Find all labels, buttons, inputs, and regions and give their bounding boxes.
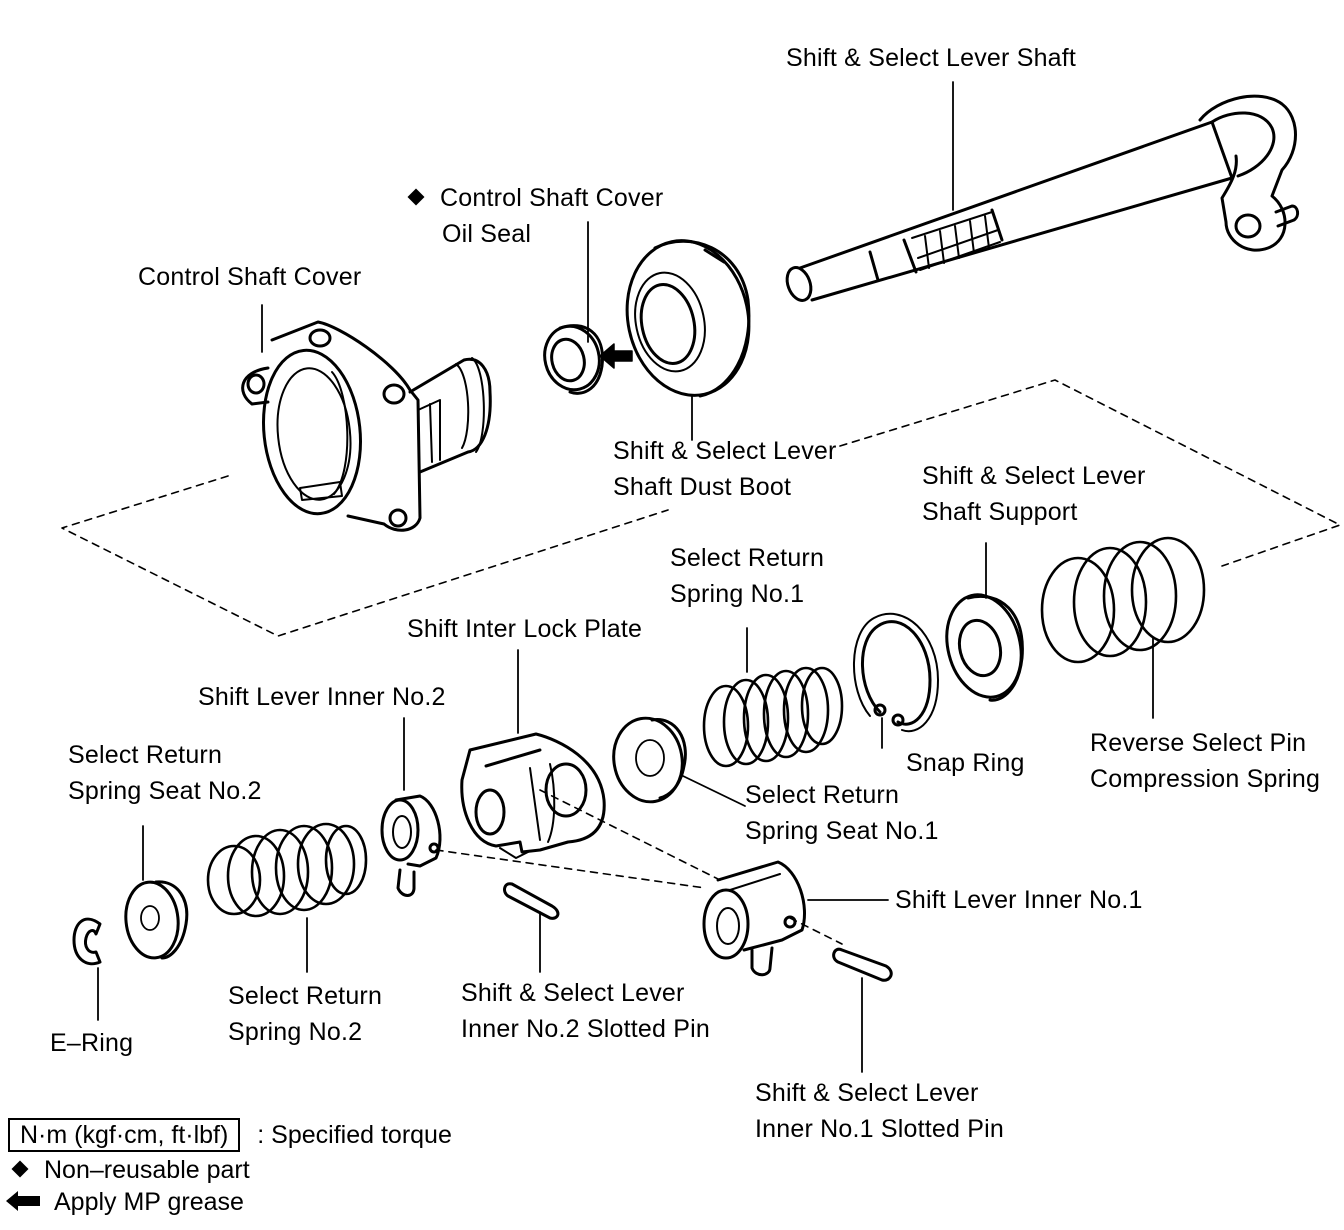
non-reusable-text: Non–reusable part (44, 1156, 250, 1184)
mp-grease-text: Apply MP grease (54, 1188, 244, 1216)
legend-mp-grease: Apply MP grease (6, 1186, 244, 1218)
label-snap-ring: Snap Ring (906, 749, 1025, 777)
label-shift-inter-lock-plate: Shift Inter Lock Plate (407, 615, 643, 643)
label-reverse-select-pin-spring: Reverse Select Pin Compression Spring (1090, 729, 1321, 793)
label-shaft-dust-boot: Shift & Select Lever Shaft Dust Boot (613, 437, 837, 501)
control-shaft-cover-drawing (241, 320, 492, 532)
label-select-return-spring-2: Select Return Spring No.2 (228, 982, 383, 1046)
leader-lines (97, 81, 1154, 1073)
select-return-spring-1-drawing (702, 666, 844, 768)
shift-select-lever-shaft-drawing (785, 94, 1300, 302)
label-spring-seat-1: Select Return Spring Seat No.1 (745, 781, 939, 845)
shift-inter-lock-plate-drawing (460, 732, 606, 859)
shaft-support-drawing (945, 593, 1024, 702)
label-spring-seat-2: Select Return Spring Seat No.2 (68, 741, 262, 805)
dashed-assembly-outline (61, 379, 1341, 945)
label-control-shaft-cover: Control Shaft Cover (138, 263, 362, 291)
label-shift-lever-inner-2: Shift Lever Inner No.2 (198, 683, 446, 711)
label-shift-lever-inner-1: Shift Lever Inner No.1 (895, 886, 1143, 914)
shift-lever-inner-1-drawing (702, 860, 806, 977)
e-ring-drawing (72, 917, 102, 966)
label-control-shaft-cover-oil-seal: Control Shaft Cover Oil Seal (404, 180, 663, 252)
torque-legend-text: : Specified torque (257, 1121, 452, 1149)
grease-arrow-icon (599, 343, 633, 369)
grease-arrow-icon (6, 1191, 40, 1212)
label-shift-select-lever-shaft: Shift & Select Lever Shaft (786, 44, 1077, 72)
label-inner1-slotted-pin: Shift & Select Lever Inner No.1 Slotted … (755, 1079, 1004, 1143)
label-inner2-slotted-pin: Shift & Select Lever Inner No.2 Slotted … (461, 979, 710, 1043)
label-select-return-spring-1: Select Return Spring No.1 (670, 544, 825, 608)
select-return-spring-2-drawing (206, 822, 368, 918)
spring-seat-2-drawing (124, 880, 189, 960)
inner1-slotted-pin-drawing (832, 947, 893, 982)
snap-ring-drawing (853, 612, 939, 733)
diamond-icon (11, 1160, 29, 1178)
legend-non-reusable: Non–reusable part (8, 1154, 250, 1186)
oil-seal-drawing (543, 324, 604, 395)
label-shaft-support: Shift & Select Lever Shaft Support (922, 462, 1146, 526)
shift-lever-inner-2-drawing (380, 794, 442, 897)
non-reusable-diamond-icon (407, 188, 425, 206)
inner2-slotted-pin-drawing (503, 882, 560, 920)
shaft-dust-boot-drawing (625, 239, 751, 398)
torque-box: N·m (kgf·cm, ft·lbf) (8, 1118, 241, 1152)
reverse-select-pin-spring-drawing (1040, 536, 1206, 664)
label-e-ring: E–Ring (50, 1029, 134, 1057)
legend-torque: N·m (kgf·cm, ft·lbf) : Specified torque (8, 1118, 452, 1152)
spring-seat-1-drawing (612, 716, 687, 804)
